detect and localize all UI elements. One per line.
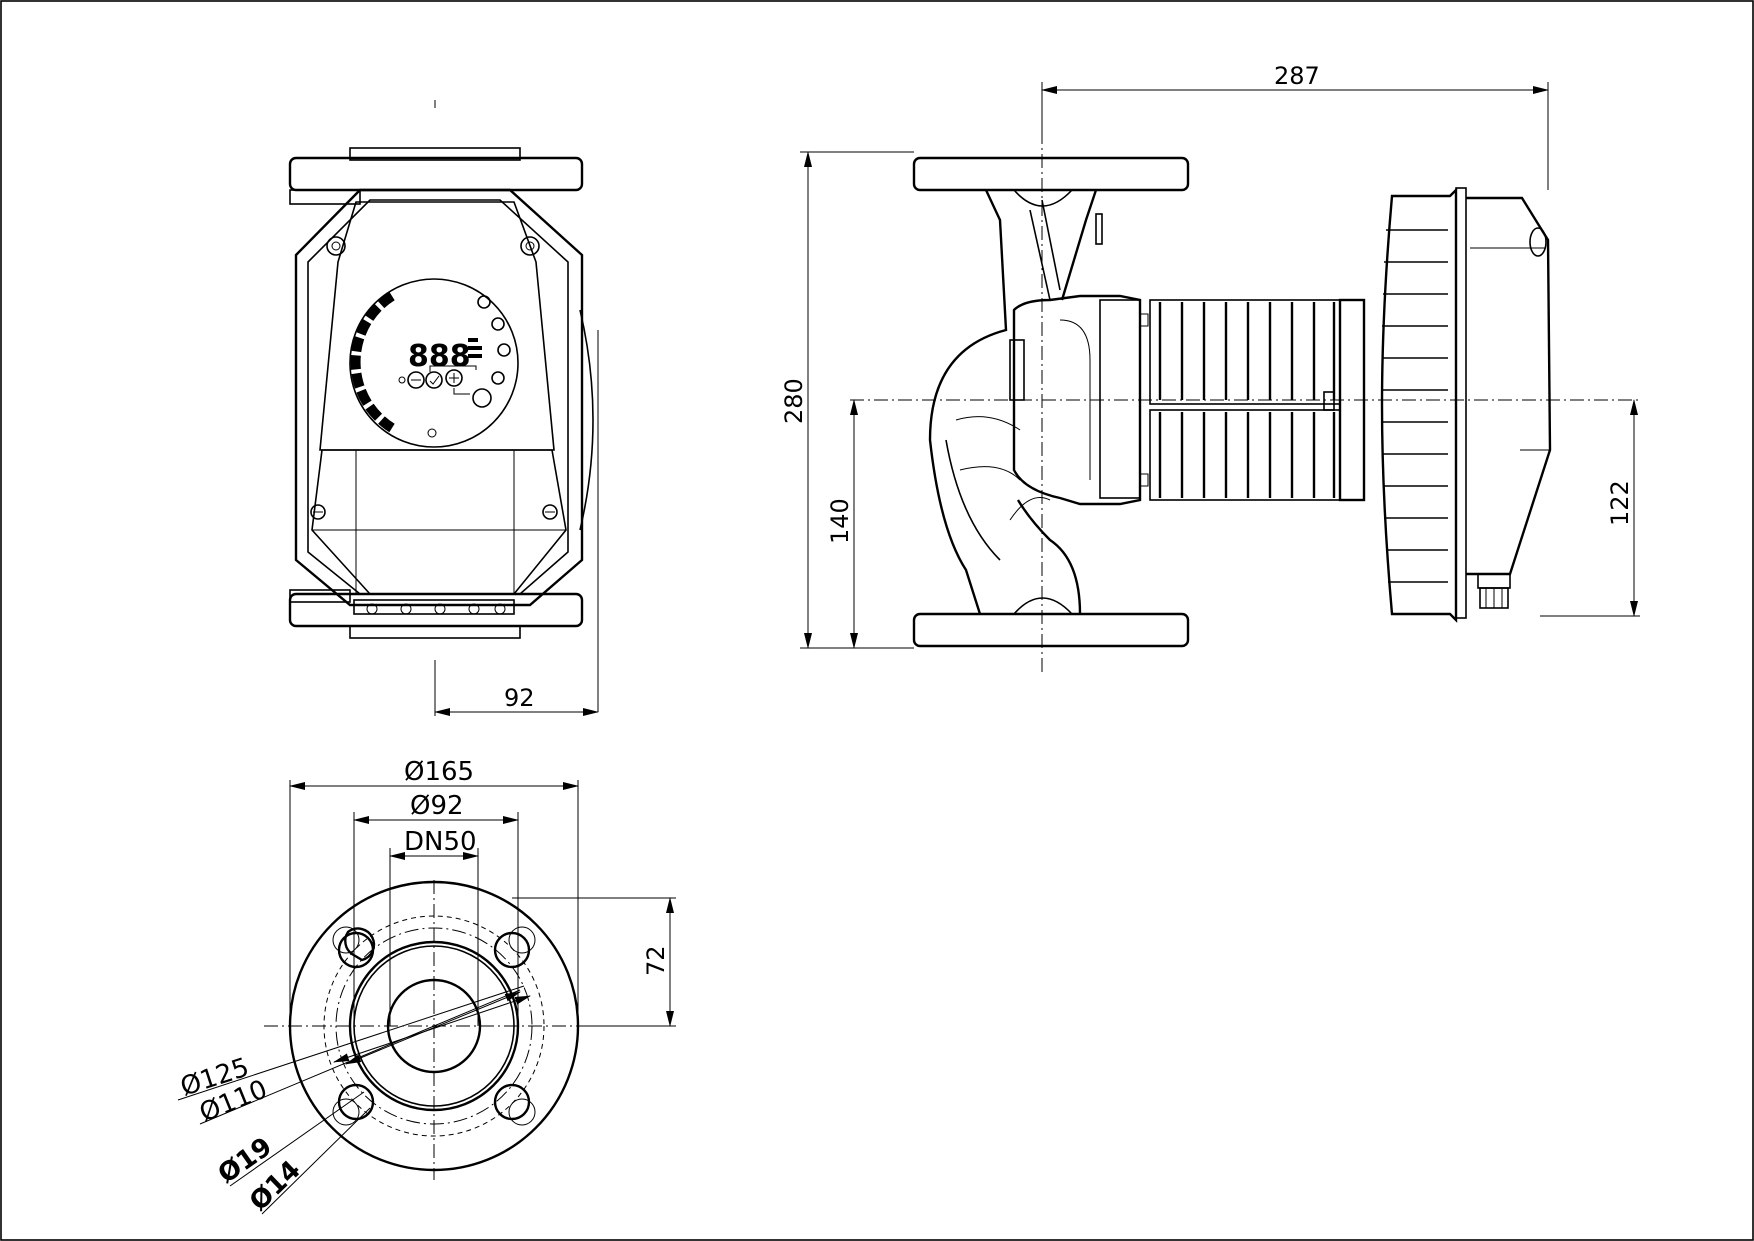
bolt-hole [332,926,536,1126]
dim-label-165: Ø165 [404,757,474,787]
dim-label-122: 122 [1606,480,1634,526]
mode-icon [468,295,511,385]
dim-label-72: 72 [642,945,670,976]
dim-label-280: 280 [780,378,808,424]
dim-label-92-flange: Ø92 [410,791,464,821]
flange-view: Ø165 Ø92 DN50 72 Ø125 Ø110 Ø19 Ø14 [177,757,676,1217]
dim-label-287: 287 [1274,62,1320,90]
display-digits: 888 [408,339,471,374]
head-fins [1382,229,1448,583]
side-view: 287 280 140 122 [780,62,1640,672]
dim-label-140: 140 [826,498,854,544]
control-panel [349,278,519,448]
dim-label-92: 92 [504,684,535,712]
cable-gland [1477,573,1511,609]
front-view: 888 92 [288,100,599,716]
dim-label-dn50: DN50 [404,827,477,857]
screw-icon [310,236,558,520]
cable-glands [353,599,515,615]
button-icons [398,365,492,408]
